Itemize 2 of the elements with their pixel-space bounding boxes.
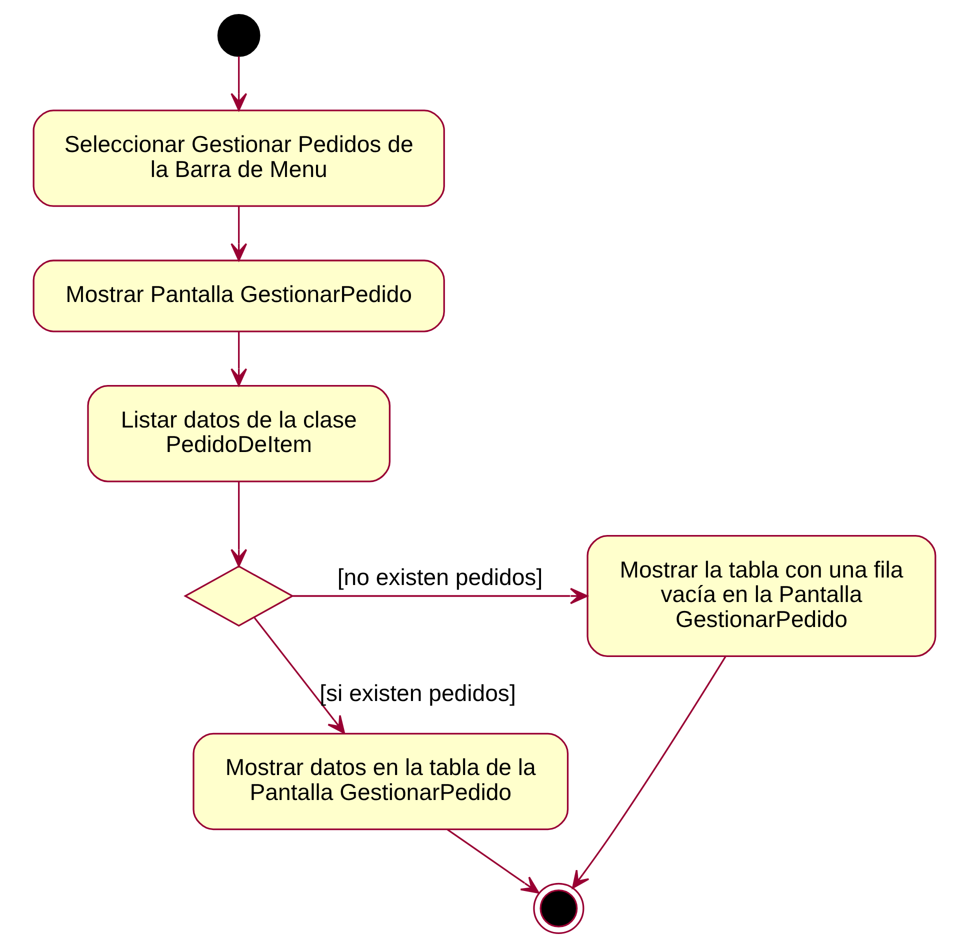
edge-label: [no existen pedidos] — [337, 564, 543, 590]
edge-label: [si existen pedidos] — [320, 680, 516, 706]
